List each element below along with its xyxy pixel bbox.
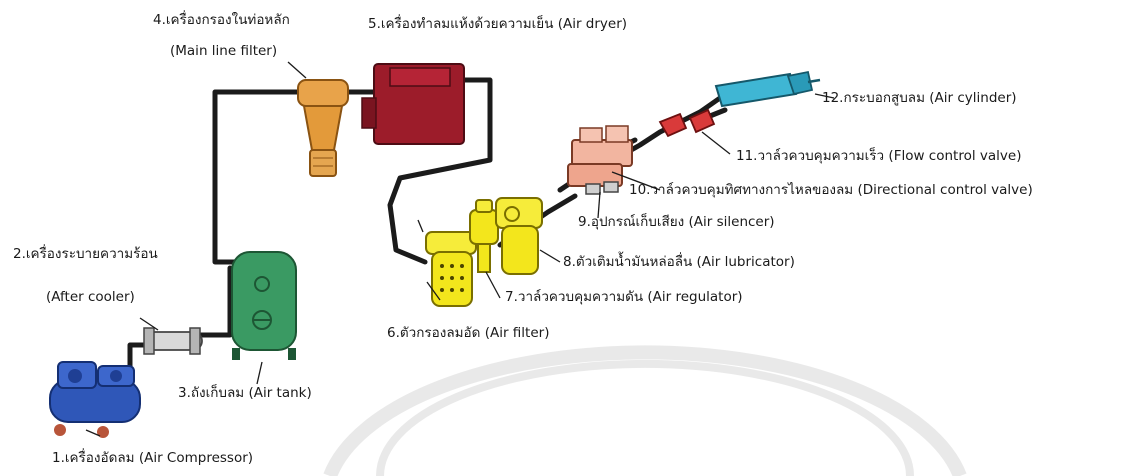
label-directional-control-valve: 10.วาล์วควบคุมทิศทางการไหลของลม (Directi… [629, 182, 1033, 198]
label-air-tank: 3.ถังเก็บลม (Air tank) [178, 385, 312, 401]
label-air-silencer: 9.อุปกรณ์เก็บเสียง (Air silencer) [578, 214, 775, 230]
label-air-compressor: 1.เครื่องอัดลม (Air Compressor) [52, 450, 254, 466]
flow-control-valve [658, 108, 716, 138]
air-pipe-main [127, 77, 723, 381]
label-air-filter: 6.ตัวกรองลมอัด (Air filter) [387, 325, 550, 341]
directional-control-valve [567, 125, 633, 187]
leader-lines [85, 61, 835, 437]
after-cooler [143, 327, 203, 355]
label-air-lubricator: 8.ตัวเติมน้ำมันหล่อลื่น (Air lubricator) [563, 254, 795, 270]
air-cylinder [714, 70, 821, 108]
label-after-cooler-en: (After cooler) [46, 289, 135, 305]
label-main-line-filter-en: (Main line filter) [170, 43, 278, 59]
air-silencer [585, 181, 619, 195]
air-compressor [49, 361, 141, 438]
main-line-filter [297, 79, 349, 177]
air-dryer [361, 63, 465, 145]
label-air-regulator: 7.วาล์วควบคุมความดัน (Air regulator) [505, 289, 743, 305]
label-air-dryer: 5.เครื่องทำลมแห้งด้วยความเย็น (Air dryer… [368, 16, 628, 32]
label-air-cylinder: 12.กระบอกสูบลม (Air cylinder) [822, 90, 1017, 106]
air-tank [231, 251, 297, 360]
frl-unit [425, 197, 543, 307]
label-after-cooler-th: 2.เครื่องระบายความร้อน [13, 246, 158, 262]
watermark-arcs [323, 345, 967, 476]
label-flow-control-valve: 11.วาล์วควบคุมความเร็ว (Flow control val… [736, 148, 1022, 164]
label-main-line-filter-th: 4.เครื่องกรองในท่อหลัก [153, 12, 290, 28]
